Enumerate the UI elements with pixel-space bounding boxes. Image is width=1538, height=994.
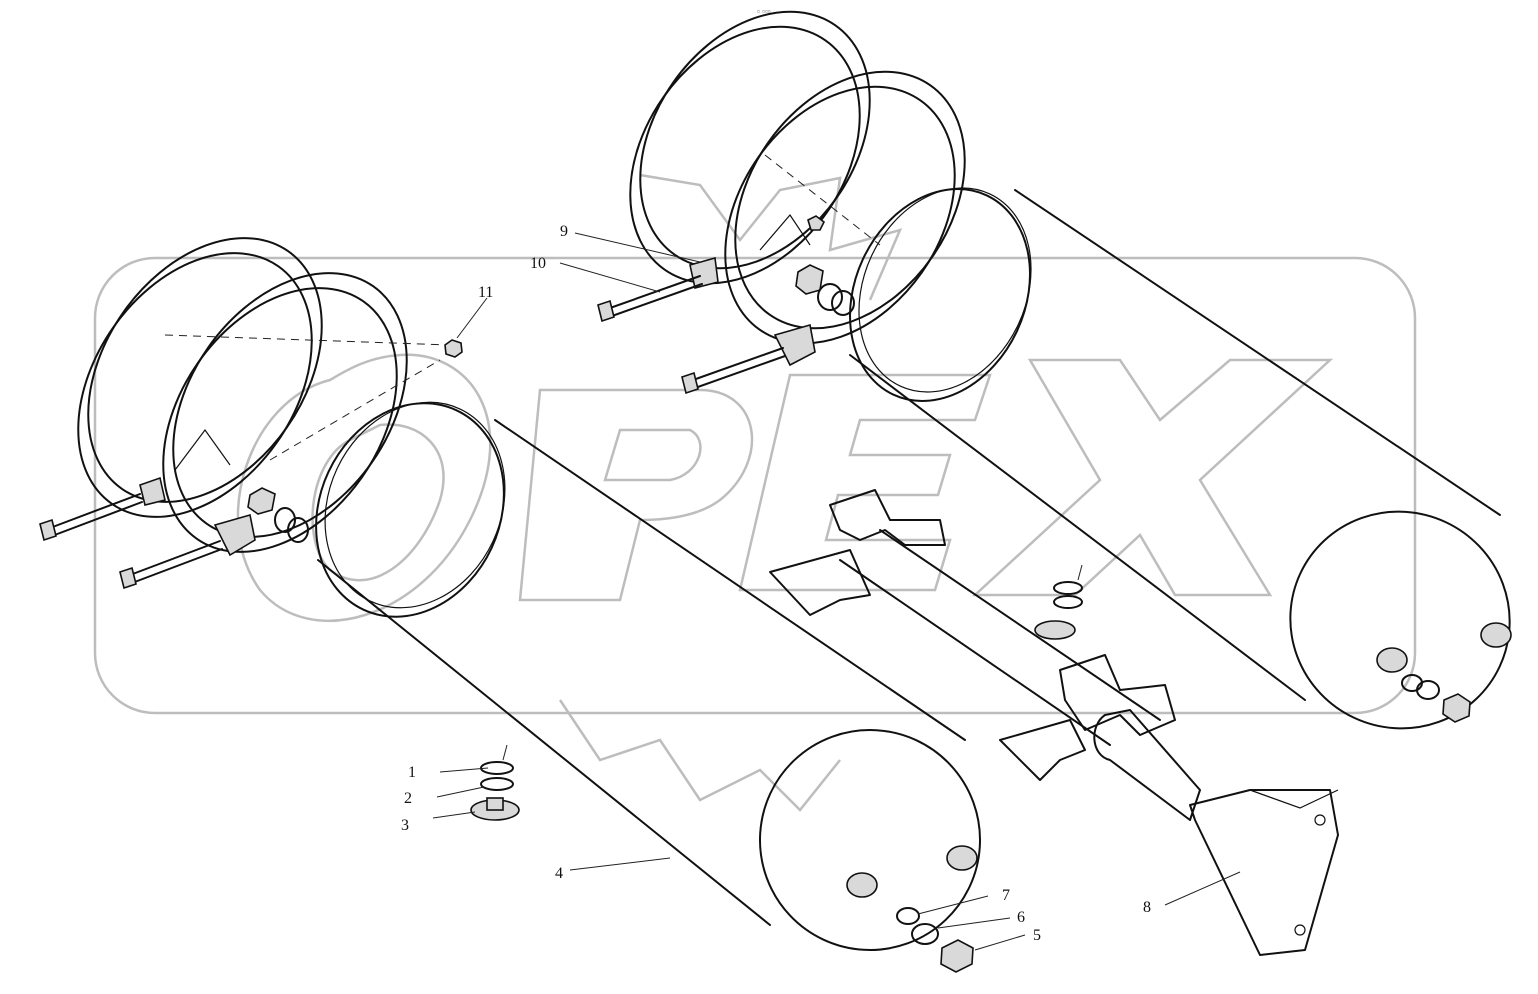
- callout-4: 4: [555, 865, 563, 882]
- air-tank-4: [315, 401, 981, 951]
- left-tank-assembly: [39, 237, 981, 973]
- air-tank-right: [849, 187, 1512, 730]
- mounting-bracket-8: [769, 489, 1339, 956]
- callout-11: 11: [478, 284, 493, 301]
- right-bolt-upper: [597, 275, 703, 323]
- right-strap-inner: [724, 70, 966, 345]
- right-strap-bracket-lower: [773, 323, 816, 367]
- leader-lines: [432, 232, 1241, 951]
- right-bolt-lower: [681, 347, 786, 395]
- callout-5: 5: [1033, 927, 1041, 944]
- right-strap-outer: [629, 10, 871, 285]
- left-bolt-upper: [39, 493, 143, 542]
- header-mark: ▫ ▫▫▫: [757, 7, 771, 16]
- right-tank-assembly: [597, 10, 1512, 730]
- watermark-logo: [93, 173, 1417, 812]
- drain-assembly-left: [470, 744, 520, 821]
- left-strap-bracket-lower: [213, 513, 256, 557]
- callout-labels: 1 2 3 4 5 6 7 8 9 10 11: [401, 223, 1151, 944]
- left-strap-inner: [162, 272, 408, 553]
- plug-assembly-right: [1401, 674, 1471, 723]
- left-bolt-lower: [119, 540, 223, 590]
- nut-11: [444, 339, 463, 358]
- left-tank-fitting: [247, 487, 309, 543]
- right-center-axis: [764, 154, 881, 246]
- right-strap-bracket-upper: [689, 256, 719, 289]
- left-center-axis: [164, 334, 451, 346]
- left-strap-outer: [77, 237, 323, 518]
- callout-10: 10: [530, 255, 546, 272]
- callout-7: 7: [1002, 887, 1010, 904]
- callout-3: 3: [401, 817, 409, 834]
- callout-2: 2: [404, 790, 412, 807]
- callout-8: 8: [1143, 899, 1151, 916]
- right-tank-fitting: [795, 215, 855, 316]
- callout-6: 6: [1017, 909, 1025, 926]
- left-assembly-axis: [269, 359, 441, 461]
- callout-9: 9: [560, 223, 568, 240]
- left-strap-bracket-upper: [139, 476, 166, 506]
- plug-assembly-5-7: [896, 907, 974, 973]
- callout-1: 1: [408, 764, 416, 781]
- drain-assembly-right: [1034, 564, 1083, 640]
